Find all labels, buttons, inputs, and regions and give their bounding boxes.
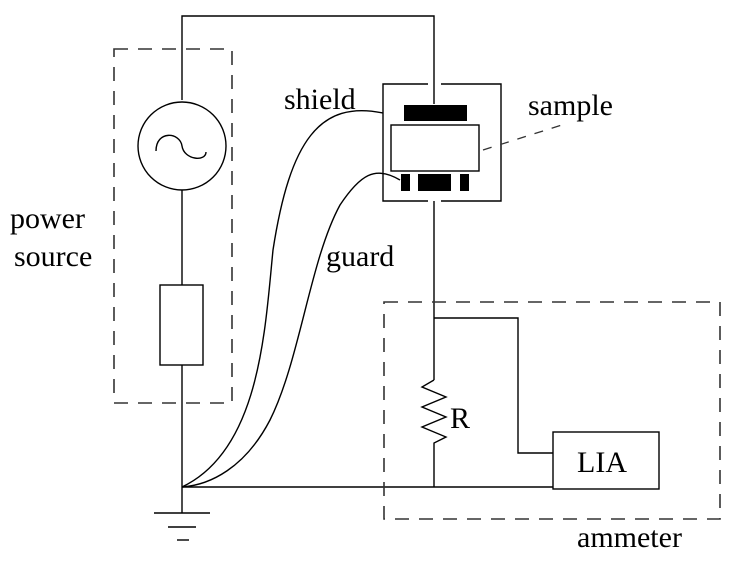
wire-to-lia: [434, 317, 553, 454]
label-sample: sample: [528, 89, 613, 122]
resistor-icon: [420, 379, 448, 487]
sample-holder: [382, 83, 502, 202]
label-resistor: R: [450, 402, 470, 435]
lia-box: [552, 431, 660, 490]
shield-enclosure: [382, 83, 502, 202]
guard-right: [460, 174, 469, 191]
shield-cable: [181, 109, 384, 488]
bottom-electrode: [418, 174, 451, 191]
guard-cable: [181, 172, 401, 488]
label-lia: LIA: [577, 446, 627, 479]
ammeter-box: [383, 301, 721, 520]
power-source-box: [113, 48, 233, 404]
source-impedance: [159, 284, 204, 366]
guard-left: [401, 174, 410, 191]
label-shield: shield: [284, 83, 356, 116]
ac-source-icon: [137, 101, 227, 191]
ground-icon: [154, 487, 210, 541]
label-ammeter: ammeter: [577, 521, 682, 554]
label-source: source: [14, 240, 92, 273]
sample-body: [390, 124, 480, 172]
sample-pointer: [482, 123, 566, 151]
label-power: power: [10, 202, 85, 235]
top-electrode: [404, 105, 467, 121]
label-guard: guard: [326, 240, 394, 273]
wire-top: [181, 15, 435, 104]
